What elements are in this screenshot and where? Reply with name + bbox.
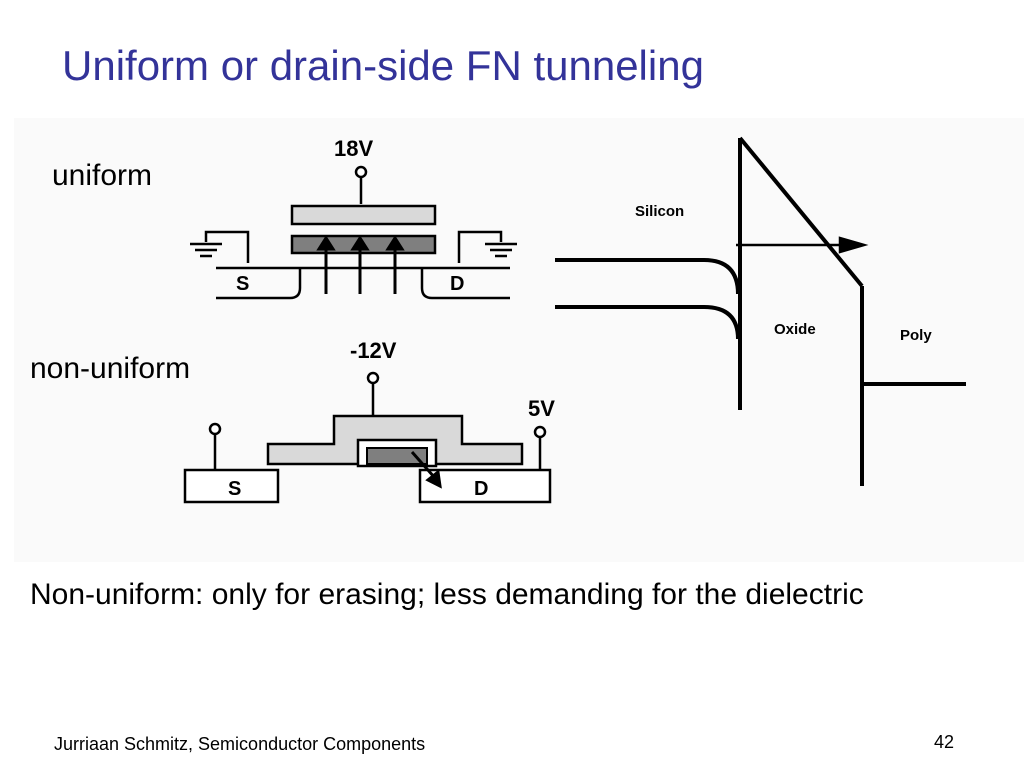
silicon-conduction-band: [555, 258, 740, 295]
uniform-gate-terminal: [354, 165, 368, 204]
uniform-label: uniform: [52, 159, 152, 192]
uniform-source-label: S: [236, 273, 249, 295]
non-uniform-gate-terminal: [366, 371, 380, 415]
non-uniform-drain-region: [418, 468, 552, 504]
uniform-gate-voltage: 18V: [334, 136, 373, 161]
slide-caption: Non-uniform: only for erasing; less dema…: [30, 578, 864, 611]
slide-number: 42: [934, 732, 955, 752]
electron-tunneling-arrow: [736, 236, 869, 254]
non-uniform-source-terminal: [208, 422, 222, 470]
poly-label: Poly: [900, 327, 932, 344]
uniform-control-gate: [290, 204, 437, 226]
non-uniform-floating-gate: [366, 447, 428, 465]
footer-author: Jurriaan Schmitz, Semiconductor Componen…: [54, 734, 426, 754]
uniform-drain-label: D: [450, 273, 464, 295]
uniform-substrate: [216, 266, 510, 300]
non-uniform-tunneling-arrow: [410, 451, 442, 489]
oxide-label: Oxide: [774, 321, 816, 338]
non-uniform-source-label: S: [228, 478, 241, 500]
silicon-label: Silicon: [635, 203, 684, 220]
uniform-ground-left: [190, 230, 250, 263]
tunneling-figure: uniform 18V: [14, 118, 1024, 562]
non-uniform-drain-label: D: [474, 478, 488, 500]
non-uniform-drain-voltage: 5V: [528, 396, 555, 421]
band-diagram: [555, 136, 966, 486]
page-title: Uniform or drain-side FN tunneling: [62, 42, 704, 89]
oxide-barrier-slope: [738, 136, 864, 288]
non-uniform-label: non-uniform: [30, 352, 190, 385]
non-uniform-drain-terminal: [533, 425, 547, 470]
uniform-tunneling-arrows: [316, 235, 405, 294]
non-uniform-gate-voltage: -12V: [350, 338, 397, 363]
silicon-valence-band: [555, 305, 740, 340]
tunneling-diagram: uniform 18V: [14, 118, 1024, 562]
uniform-ground-right: [457, 230, 517, 263]
non-uniform-source-region: [183, 468, 280, 504]
